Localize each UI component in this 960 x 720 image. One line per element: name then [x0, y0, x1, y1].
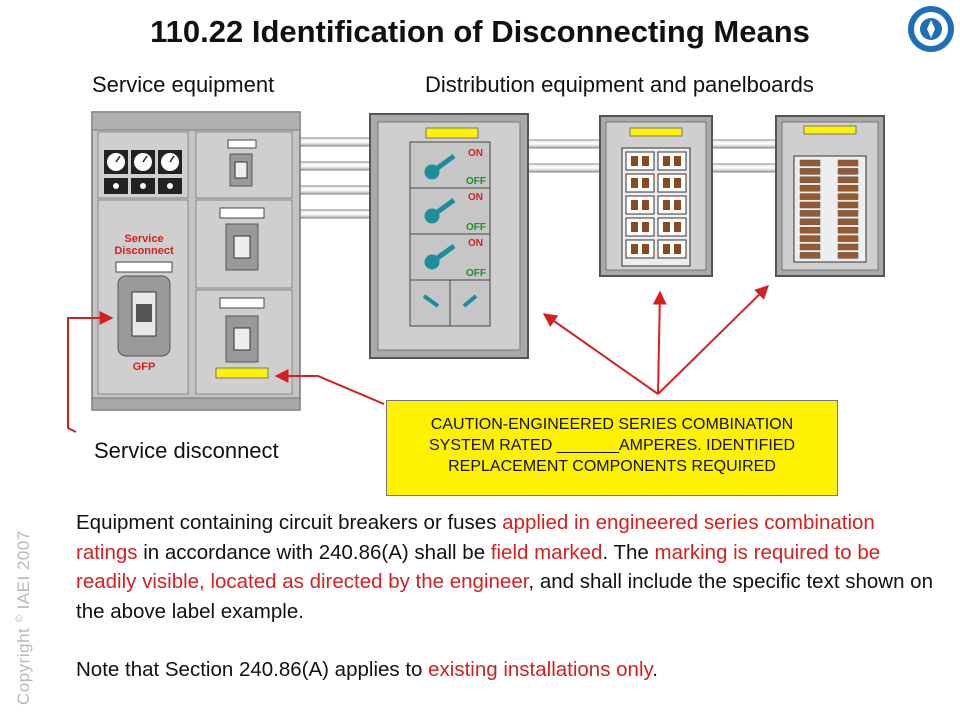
copyright-notice: Copyright © IAEI 2007 — [14, 530, 33, 705]
text-run-0: Equipment containing circuit breakers or… — [76, 511, 503, 534]
disconnect-panel: ON OFF ON OFF ON OFF — [369, 113, 529, 359]
svg-text:ON: ON — [468, 192, 483, 203]
caution-line-2: SYSTEM RATED _______AMPERES. IDENTIFIED — [428, 437, 796, 454]
switchboard: Service Disconnect GFP — [91, 111, 301, 411]
highlight-run-1: existing installations only — [428, 658, 653, 681]
text-run-6: , and shall include the specific text sh… — [76, 570, 933, 623]
caution-line-1: CAUTION-ENGINEERED SERIES COMBINATION — [430, 416, 794, 433]
distribution-label: Distribution equipment and panelboards — [425, 72, 814, 97]
highlight-run-5: marking is required to be readily visibl… — [76, 540, 881, 594]
text-run-0: Note that Section 240.86(A) applies to — [76, 658, 429, 681]
svg-text:OFF: OFF — [466, 176, 486, 187]
text-run-2: . — [652, 658, 658, 681]
text-run-2: in accordance with 240.86(A) shall be — [137, 540, 491, 564]
service-equipment-label: Service equipment — [92, 72, 275, 97]
iaei-logo — [908, 6, 954, 52]
svg-text:Disconnect: Disconnect — [114, 245, 174, 257]
highlight-run-3: field marked — [490, 540, 603, 564]
svg-text:OFF: OFF — [466, 222, 486, 233]
page-title: 110.22 Identification of Disconnecting M… — [150, 14, 810, 49]
service-disconnect-label: Service disconnect — [94, 438, 279, 463]
caution-line-3: REPLACEMENT COMPONENTS REQUIRED — [448, 458, 776, 475]
meter-icon — [104, 150, 182, 194]
panelboard-fused — [599, 115, 713, 277]
text-run-4: . The — [602, 540, 655, 564]
caution-label: CAUTION-ENGINEERED SERIES COMBINATION SY… — [386, 400, 838, 496]
svg-text:OFF: OFF — [466, 268, 486, 279]
panelboard-breakers — [775, 115, 885, 277]
svg-text:ON: ON — [468, 148, 483, 159]
explanation-text: Equipment containing circuit breakers or… — [76, 508, 936, 685]
gfp-text: GFP — [133, 361, 156, 373]
svg-text:ON: ON — [468, 238, 483, 249]
service-disconnect-text: Service — [124, 233, 163, 245]
explanation-paragraph: Equipment containing circuit breakers or… — [76, 508, 936, 626]
highlight-run-1: applied in engineered series combination… — [76, 511, 875, 564]
note-paragraph: Note that Section 240.86(A) applies to e… — [76, 655, 936, 685]
